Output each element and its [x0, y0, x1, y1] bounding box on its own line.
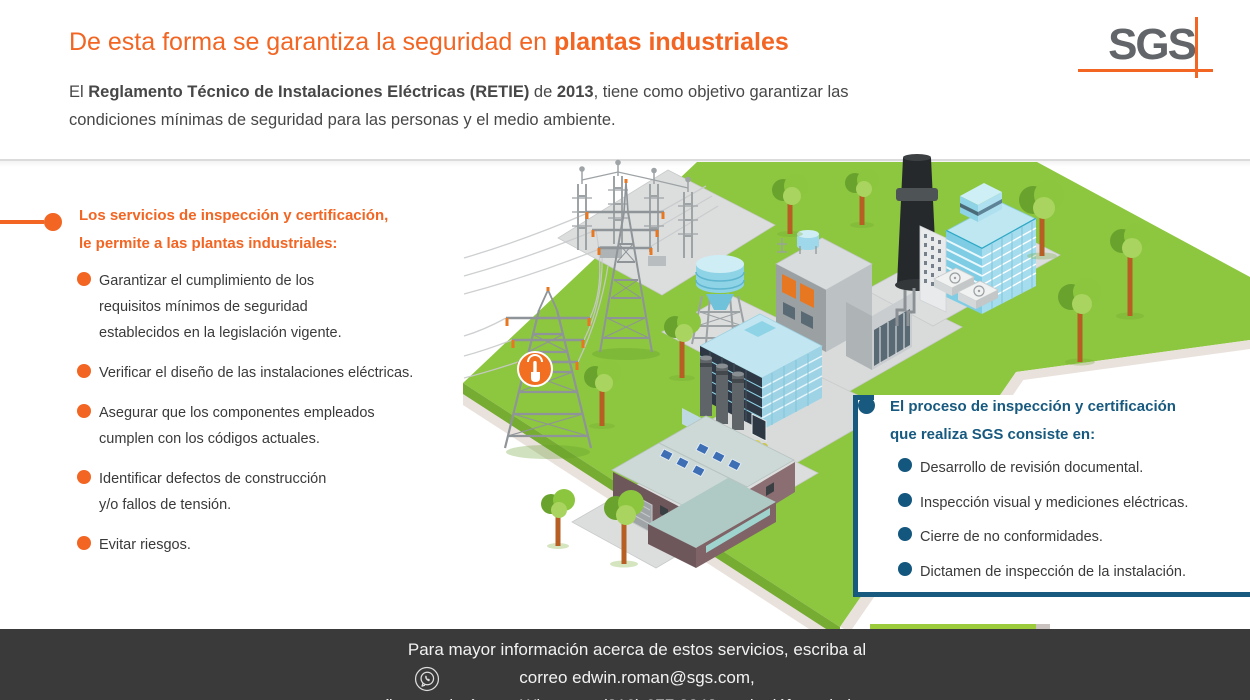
- list-item: Evitar riesgos.: [77, 532, 457, 558]
- smokestacks: [700, 355, 744, 430]
- header-divider-shadow: [0, 161, 1250, 167]
- sgs-logo-vertical-rule: [1195, 17, 1198, 78]
- tree: [584, 360, 621, 429]
- substation: [572, 159, 698, 266]
- list-item: Inspección visual y mediciones eléctrica…: [898, 490, 1238, 516]
- footer: Para mayor información acerca de estos s…: [0, 629, 1250, 700]
- bullet-icon: [77, 272, 91, 286]
- touch-badge: [517, 351, 553, 387]
- left-connector-dot: [44, 213, 62, 231]
- hvac-units: [933, 267, 999, 309]
- services-heading-line1: Los servicios de inspección y certificac…: [79, 207, 389, 224]
- warehouse-building: [611, 415, 795, 568]
- process-heading: El proceso de inspección y certificación…: [890, 393, 1176, 449]
- footer-line3: o escríbanos al número Whatsapp (310) 27…: [24, 692, 1250, 700]
- list-item: Desarrollo de revisión documental.: [898, 455, 1238, 481]
- left-connector-line: [0, 220, 44, 224]
- list-item: Cierre de no conformidades.: [898, 524, 1238, 550]
- plant-illustration: [463, 154, 1250, 632]
- process-panel: El proceso de inspección y certificación…: [853, 395, 1250, 597]
- list-item: Garantizar el cumplimiento de los requis…: [77, 268, 457, 346]
- roof-panels: [659, 442, 742, 478]
- tree: [604, 490, 644, 568]
- tree: [845, 169, 879, 228]
- services-heading: Los servicios de inspección y certificac…: [79, 202, 388, 258]
- tree: [772, 174, 808, 237]
- page-subtitle: El Reglamento Técnico de Instalaciones E…: [69, 78, 849, 134]
- tree: [1019, 180, 1064, 260]
- ground-shadows: [506, 348, 660, 459]
- list-item: Verificar el diseño de las instalaciones…: [77, 360, 457, 386]
- list-item: Dictamen de inspección de la instalación…: [898, 559, 1238, 585]
- subtitle-line1: El Reglamento Técnico de Instalaciones E…: [69, 83, 849, 101]
- bullet-icon: [77, 470, 91, 484]
- page-title: De esta forma se garantiza la seguridad …: [69, 28, 789, 57]
- page-title-bold: plantas industriales: [554, 28, 789, 56]
- bullet-icon: [77, 404, 91, 418]
- sgs-logo-text: SGS: [1108, 20, 1197, 69]
- page-title-prefix: De esta forma se garantiza la seguridad …: [69, 28, 554, 56]
- bullet-icon: [898, 493, 912, 507]
- sgs-logo-horizontal-rule: [1078, 69, 1213, 72]
- bullet-icon: [898, 458, 912, 472]
- panel-connector-dot: [858, 397, 875, 414]
- transmission-tower: [585, 179, 665, 353]
- bullet-icon: [898, 562, 912, 576]
- tree: [541, 489, 575, 549]
- header-divider: [0, 159, 1250, 161]
- whatsapp-icon: [414, 666, 440, 692]
- list-item: Identificar defectos de construcción y/o…: [77, 466, 457, 518]
- tree: [1110, 223, 1150, 320]
- process-heading-line1: El proceso de inspección y certificación: [890, 398, 1176, 415]
- subtitle-line2: condiciones mínimas de seguridad para la…: [69, 111, 616, 129]
- tree: [1058, 278, 1101, 366]
- footer-line1: Para mayor información acerca de estos s…: [407, 640, 867, 659]
- bullet-icon: [77, 364, 91, 378]
- sgs-logo: SGS: [1078, 12, 1213, 82]
- cutoff-green-panel-edge: [870, 624, 1036, 629]
- bullet-icon: [77, 536, 91, 550]
- services-heading-line2: le permite a las plantas industriales:: [79, 235, 338, 252]
- footer-line2[interactable]: correo edwin.roman@sgs.com,: [519, 668, 755, 687]
- touch-icon: [527, 354, 543, 382]
- process-heading-line2: que realiza SGS consiste en:: [890, 426, 1096, 443]
- bullet-icon: [898, 527, 912, 541]
- list-item: Asegurar que los componentes empleados c…: [77, 400, 457, 452]
- cutoff-green-panel-corner: [1036, 624, 1050, 629]
- tree: [664, 310, 701, 381]
- office-building: [895, 183, 1037, 326]
- trees: [541, 169, 1150, 568]
- power-lines: [463, 185, 719, 379]
